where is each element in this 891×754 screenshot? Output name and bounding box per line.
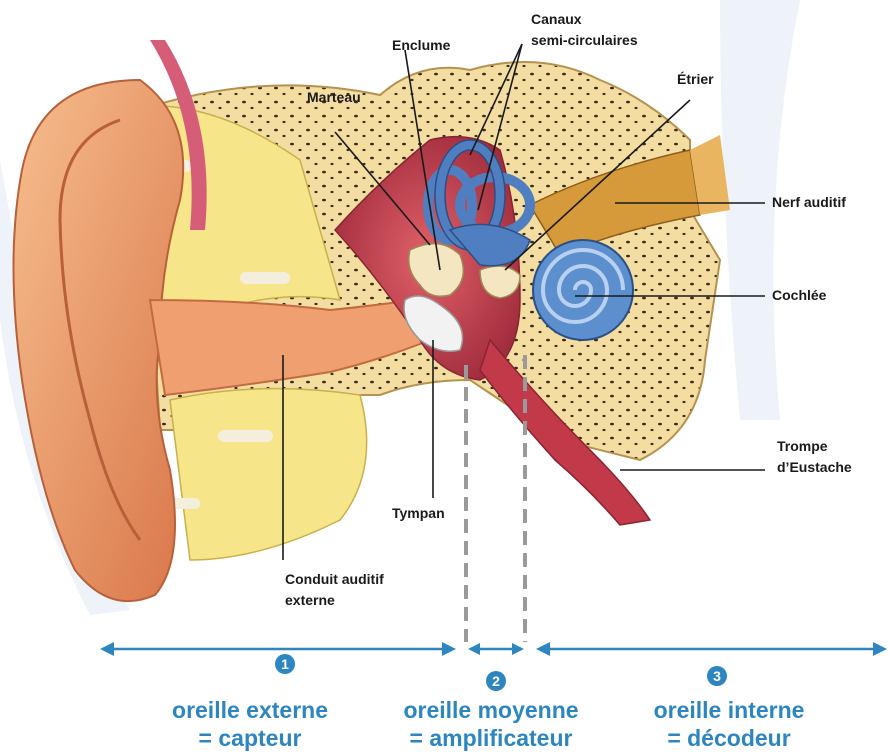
label-cochlee: Cochlée xyxy=(772,287,827,303)
label-canaux-line2: semi-circulaires xyxy=(531,32,638,48)
label-canaux-line1: Canaux xyxy=(531,11,582,27)
section-badge-2: 2 xyxy=(486,671,506,691)
label-tympan: Tympan xyxy=(392,505,445,521)
fat-lobule xyxy=(240,272,290,284)
fat-tissue-lower xyxy=(170,389,367,560)
label-conduit-line1: Conduit auditif xyxy=(285,571,384,587)
section-name-middle: oreille moyenne xyxy=(403,697,578,723)
section-role-middle: = amplificateur xyxy=(410,725,573,751)
label-nerf-auditif: Nerf auditif xyxy=(772,194,846,210)
label-trompe-line2: d’Eustache xyxy=(777,459,852,475)
arrowhead-right xyxy=(873,642,887,656)
label-marteau: Marteau xyxy=(307,89,361,105)
arrowhead-left xyxy=(100,642,114,656)
arrowhead-right xyxy=(512,643,524,655)
label-conduit-line2: externe xyxy=(285,592,335,608)
svg-text:3: 3 xyxy=(713,668,721,684)
section-role-inner: = décodeur xyxy=(667,725,790,751)
arrowhead-left xyxy=(468,643,480,655)
section-badge-1: 1 xyxy=(275,654,295,674)
section-name-outer: oreille externe xyxy=(172,697,328,723)
label-enclume: Enclume xyxy=(392,37,451,53)
cochlea xyxy=(533,240,633,340)
background-swoosh xyxy=(720,0,800,420)
section-badge-3: 3 xyxy=(707,666,727,686)
svg-text:1: 1 xyxy=(281,656,289,672)
svg-text:2: 2 xyxy=(492,673,500,689)
arrowhead-right xyxy=(442,642,456,656)
label-etrier: Étrier xyxy=(677,71,714,87)
section-name-inner: oreille interne xyxy=(654,697,805,723)
fat-lobule xyxy=(218,430,273,442)
section-role-outer: = capteur xyxy=(199,725,302,751)
arrowhead-left xyxy=(536,642,550,656)
label-trompe-line1: Trompe xyxy=(777,438,828,454)
